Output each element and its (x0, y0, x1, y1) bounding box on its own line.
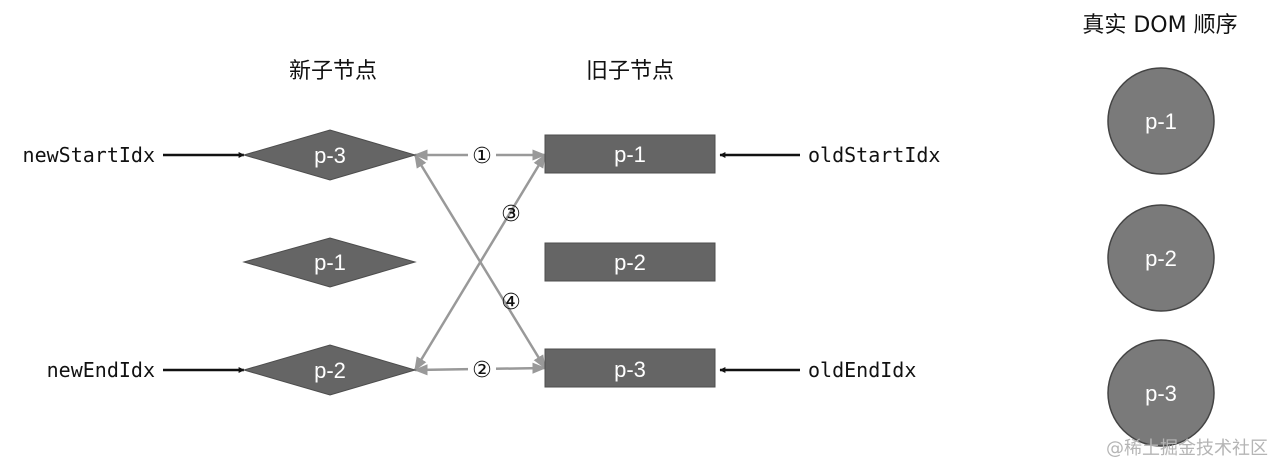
new-node-diamond (242, 344, 417, 396)
step-label-4: ④ (501, 290, 521, 315)
step-label-1: ① (472, 144, 492, 169)
step-label-1-bg (468, 142, 496, 168)
new-node-label: p-3 (314, 143, 346, 168)
compare-arrow-4 (413, 153, 547, 370)
real-dom-node-label: p-1 (1145, 109, 1177, 134)
new-node-diamond (242, 129, 417, 181)
step-label-2: ② (472, 358, 492, 383)
old-children-heading: 旧子节点 (586, 59, 674, 84)
real-dom-order-heading: 真实 DOM 顺序 (1082, 13, 1237, 38)
old-node-rect (544, 134, 716, 174)
old-node-label: p-1 (614, 142, 646, 167)
real-dom-node-label: p-3 (1145, 381, 1177, 406)
watermark: @稀土掘金技术社区 (1106, 438, 1268, 459)
step-label-3: ③ (501, 202, 521, 227)
new-node-label: p-1 (314, 250, 346, 275)
step-label-2-bg (468, 356, 496, 382)
new-node-diamond (242, 237, 417, 288)
new-node-label: p-2 (314, 358, 346, 383)
old-node-label: p-2 (614, 250, 646, 275)
real-dom-node-label: p-2 (1145, 246, 1177, 271)
old-node-rect (544, 348, 716, 388)
real-dom-node-circle (1107, 339, 1215, 447)
new-children-heading: 新子节点 (289, 59, 377, 84)
real-dom-node-circle (1107, 67, 1215, 175)
old-node-rect (544, 242, 716, 282)
old-end-idx-label: oldEndIdx (808, 358, 916, 382)
new-start-idx-label: newStartIdx (23, 143, 155, 167)
new-end-idx-label: newEndIdx (47, 358, 155, 382)
real-dom-node-circle (1107, 204, 1215, 312)
old-node-label: p-3 (614, 357, 646, 382)
old-start-idx-label: oldStartIdx (808, 143, 940, 167)
